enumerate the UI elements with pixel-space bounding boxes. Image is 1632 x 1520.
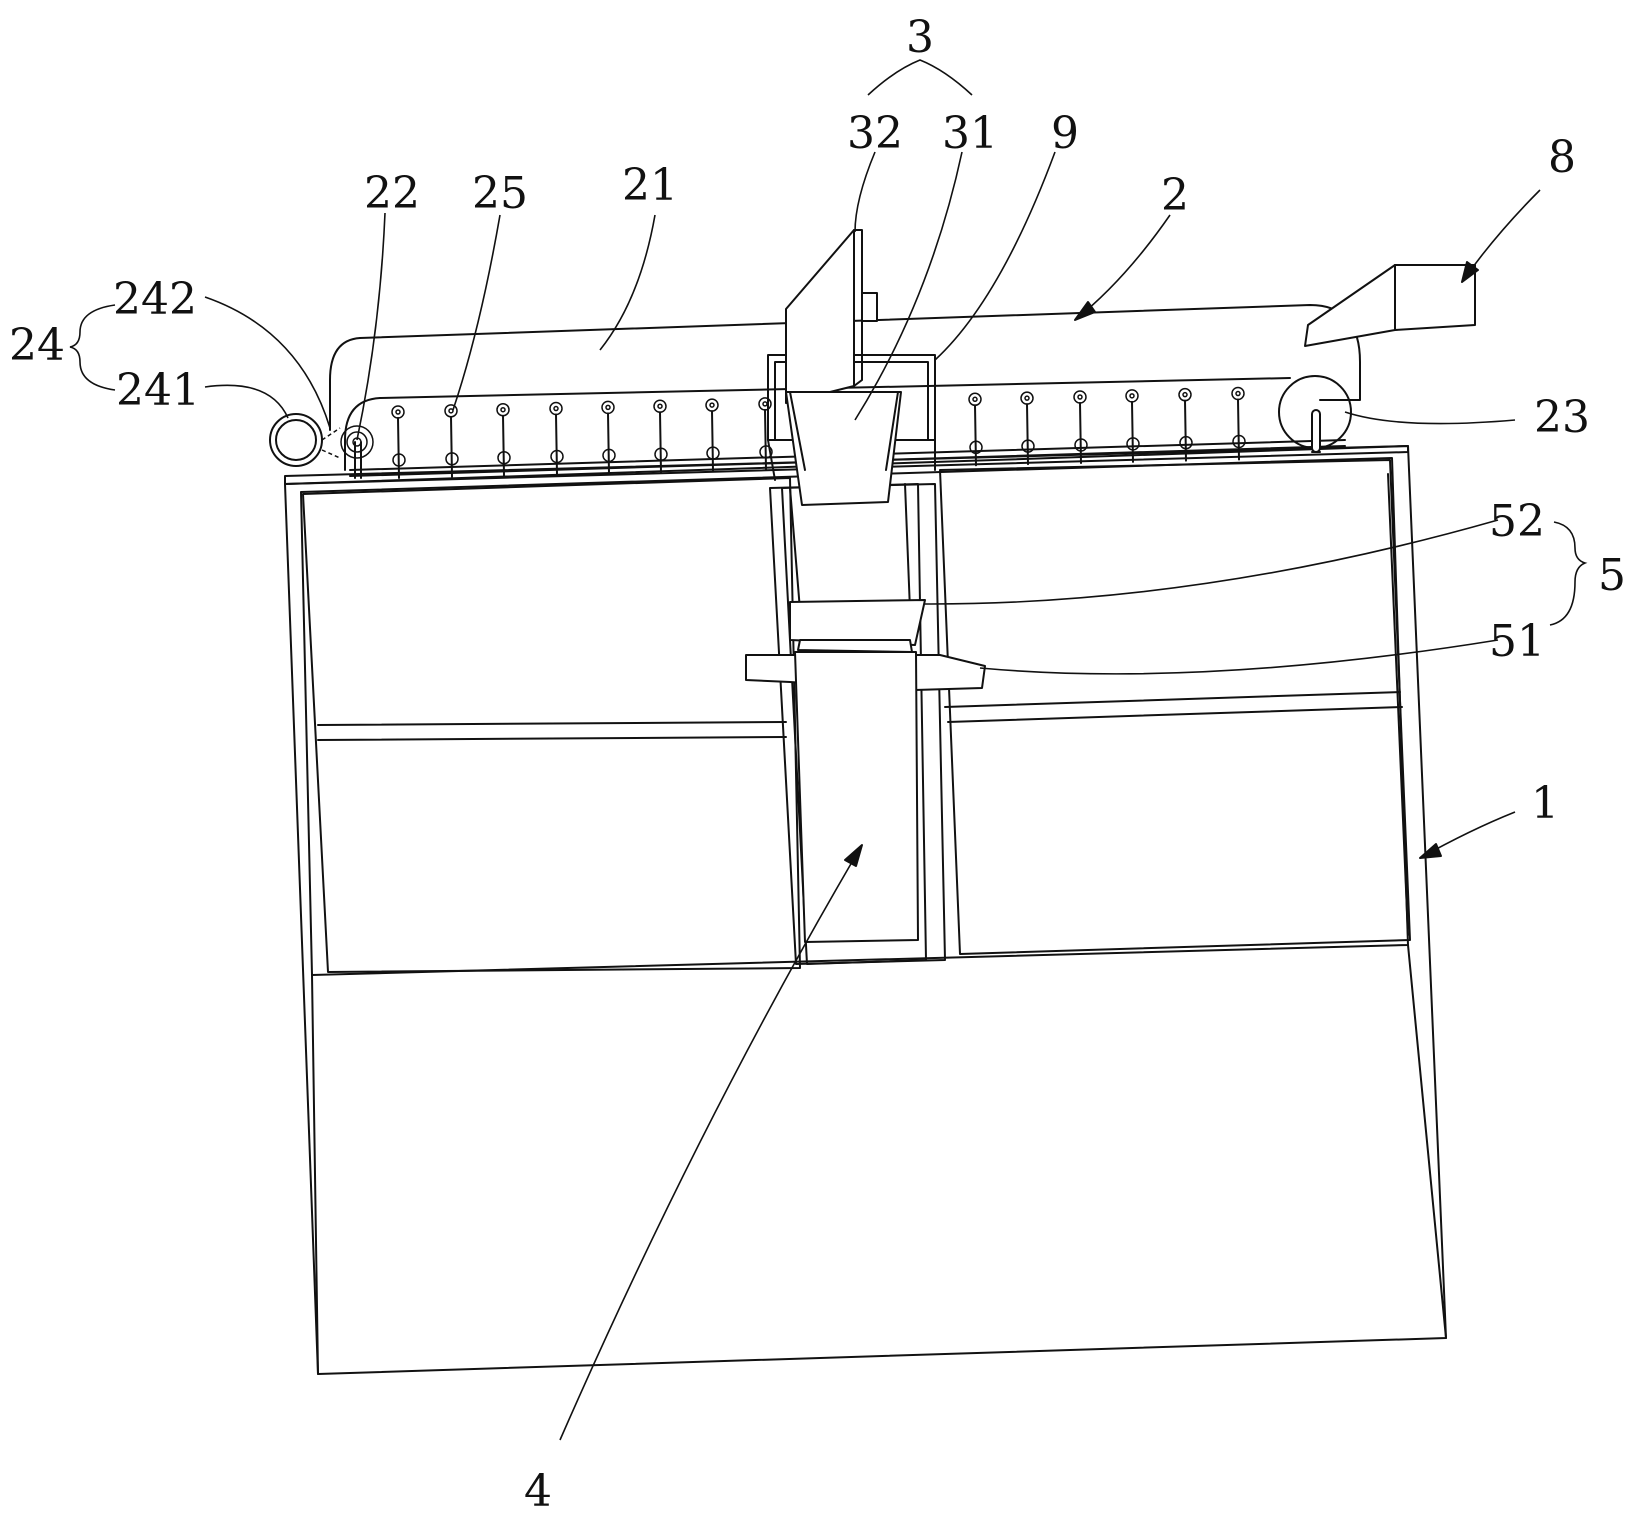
label-52: 52 — [1489, 496, 1545, 547]
drive-roller — [340, 425, 374, 479]
driven-roller — [1278, 375, 1352, 453]
frame-body — [284, 445, 1447, 1375]
label-241: 241 — [116, 365, 200, 416]
hook — [705, 398, 720, 473]
label-5: 5 — [1598, 550, 1626, 601]
hook — [549, 401, 564, 476]
hook — [496, 402, 511, 477]
discharge-chute — [1304, 264, 1476, 347]
label-31: 31 — [942, 108, 998, 159]
hook — [601, 400, 616, 475]
label-1: 1 — [1531, 778, 1559, 829]
label-8: 8 — [1548, 132, 1576, 183]
hook — [758, 397, 773, 471]
hook — [391, 405, 406, 479]
label-23: 23 — [1534, 392, 1590, 443]
motor-assembly — [269, 413, 341, 467]
leader-lines — [69, 59, 1588, 1441]
label-24: 24 — [9, 320, 65, 371]
label-21: 21 — [622, 160, 678, 211]
label-4: 4 — [524, 1466, 552, 1517]
column-frame — [767, 354, 936, 481]
label-242: 242 — [113, 274, 197, 325]
hook — [1178, 387, 1193, 462]
label-32: 32 — [847, 108, 903, 159]
scraper-plate — [785, 229, 878, 404]
part-labels: 3 32 31 9 8 22 25 21 2 242 24 241 23 52 … — [9, 12, 1626, 1517]
hook — [653, 399, 668, 474]
hook — [1073, 390, 1088, 464]
label-51: 51 — [1489, 616, 1545, 667]
frame-upper-right-compartment — [939, 459, 1411, 955]
label-9: 9 — [1051, 108, 1079, 159]
label-2: 2 — [1161, 170, 1189, 221]
distributor — [745, 599, 986, 943]
frame-upper-left-compartment — [302, 477, 801, 973]
hook — [1020, 391, 1035, 466]
receiving-hopper — [785, 391, 902, 506]
label-3: 3 — [906, 12, 934, 63]
label-25: 25 — [472, 168, 528, 219]
hook — [444, 404, 459, 478]
hook — [1231, 386, 1246, 461]
hook — [968, 392, 983, 467]
hook — [1125, 389, 1140, 463]
hooks-group — [391, 386, 1246, 479]
label-22: 22 — [364, 168, 420, 219]
